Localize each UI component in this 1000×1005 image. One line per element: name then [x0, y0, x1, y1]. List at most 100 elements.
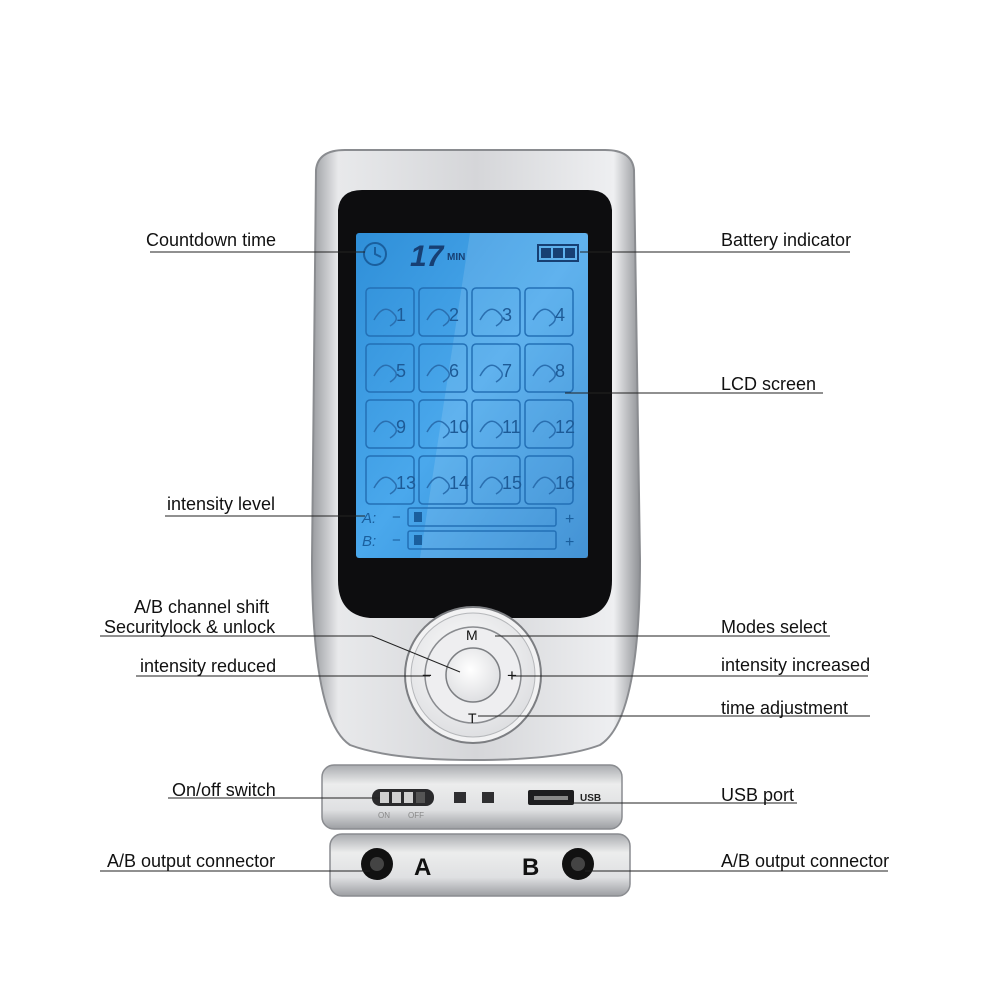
lcd-channel-b-minus: −	[392, 532, 401, 549]
program-cell-frame	[418, 455, 468, 505]
program-cell: 14	[418, 455, 469, 505]
program-number: 12	[555, 417, 575, 437]
switch-off-label: OFF	[408, 811, 424, 820]
clock-icon	[363, 242, 387, 266]
program-number: 2	[449, 305, 459, 325]
lcd-channel-a-plus: +	[565, 511, 574, 528]
program-cell-frame	[471, 343, 521, 393]
indicator-led-2	[482, 792, 494, 803]
label-intensity-reduced: intensity reduced	[140, 656, 277, 676]
lcd-channel-a: A:	[361, 510, 376, 527]
program-cell-frame	[524, 399, 574, 449]
program-number: 4	[555, 305, 565, 325]
body-part-icon	[426, 420, 450, 439]
body-part-icon	[532, 364, 556, 383]
program-number: 11	[502, 417, 521, 437]
program-number: 6	[449, 361, 459, 381]
program-cell: 12	[524, 399, 575, 449]
leader-lines	[100, 251, 888, 872]
program-number: 8	[555, 361, 565, 381]
program-number: 15	[502, 473, 522, 493]
label-intensity-increased: intensity increased	[721, 655, 871, 675]
bottom-connector-panel	[329, 833, 631, 897]
label-ab-channel-shift: A/B channel shift	[134, 597, 270, 617]
intensity-bars: A: − + B: − +	[361, 507, 574, 551]
program-cell: 8	[524, 343, 574, 393]
lcd-timer-value: 17	[410, 240, 445, 273]
indicator-led-1	[454, 792, 466, 803]
label-intensity-level: intensity level	[167, 494, 276, 514]
program-cell: 3	[471, 287, 521, 337]
control-pad[interactable]: M T − +	[404, 606, 542, 744]
mode-button[interactable]: M	[466, 627, 478, 643]
center-button[interactable]	[445, 647, 501, 703]
program-cell-frame	[365, 287, 415, 337]
program-cell-frame	[418, 287, 468, 337]
program-number: 14	[449, 473, 469, 493]
body-part-icon	[532, 308, 556, 327]
program-number: 1	[396, 305, 406, 325]
body-part-icon	[373, 308, 397, 327]
output-jack-a[interactable]	[361, 848, 393, 880]
program-cell: 15	[471, 455, 522, 505]
program-cell: 16	[524, 455, 575, 505]
body-part-icon	[426, 364, 450, 383]
lcd-timer-unit: MIN	[447, 252, 465, 263]
lcd-channel-a-minus: −	[392, 509, 401, 526]
label-ab-output-right: A/B output connector	[721, 851, 890, 871]
usb-label: USB	[580, 793, 601, 804]
program-cell-frame	[418, 343, 468, 393]
connector-a-label: A	[414, 854, 431, 881]
label-usb-port: USB port	[721, 785, 795, 805]
body-part-icon	[479, 420, 503, 439]
body-part-icon	[479, 476, 503, 495]
program-number: 5	[396, 361, 406, 381]
time-button[interactable]: T	[468, 710, 477, 726]
body-part-icon	[373, 476, 397, 495]
connector-b-label: B	[522, 854, 539, 881]
onoff-switch[interactable]	[372, 789, 434, 806]
program-number: 10	[449, 417, 469, 437]
body-part-icon	[426, 476, 450, 495]
program-cell: 7	[471, 343, 521, 393]
top-port-panel	[321, 764, 623, 830]
program-cell: 6	[418, 343, 468, 393]
program-cell-frame	[471, 287, 521, 337]
program-cell-frame	[365, 455, 415, 505]
body-part-icon	[373, 364, 397, 383]
label-onoff-switch: On/off switch	[172, 780, 276, 800]
program-number: 13	[396, 473, 416, 493]
body-part-icon	[532, 476, 556, 495]
label-countdown-time: Countdown time	[146, 230, 277, 250]
program-cell: 13	[365, 455, 416, 505]
label-securitylock: Securitylock & unlock	[104, 617, 276, 637]
usb-port-icon[interactable]	[528, 790, 574, 805]
program-cell-frame	[418, 399, 468, 449]
program-cell-frame	[471, 455, 521, 505]
program-cell-frame	[524, 455, 574, 505]
body-part-icon	[373, 420, 397, 439]
program-cell: 5	[365, 343, 415, 393]
body-part-icon	[479, 364, 503, 383]
body-part-icon	[479, 308, 503, 327]
label-battery-indicator: Battery indicator	[721, 230, 852, 250]
label-ab-output-left: A/B output connector	[107, 851, 276, 871]
program-cell: 2	[418, 287, 468, 337]
output-jack-b[interactable]	[562, 848, 594, 880]
label-lcd-screen: LCD screen	[721, 374, 817, 394]
label-modes-select: Modes select	[721, 617, 828, 637]
battery-icon	[537, 244, 579, 262]
lcd-channel-b: B:	[362, 533, 376, 550]
program-cell: 11	[471, 399, 521, 449]
program-cell-frame	[365, 399, 415, 449]
body-part-icon	[532, 420, 556, 439]
program-number: 3	[502, 305, 512, 325]
program-cell: 1	[365, 287, 415, 337]
program-number: 7	[502, 361, 512, 381]
program-cell-frame	[524, 287, 574, 337]
program-cell-frame	[365, 343, 415, 393]
program-number: 9	[396, 417, 406, 437]
